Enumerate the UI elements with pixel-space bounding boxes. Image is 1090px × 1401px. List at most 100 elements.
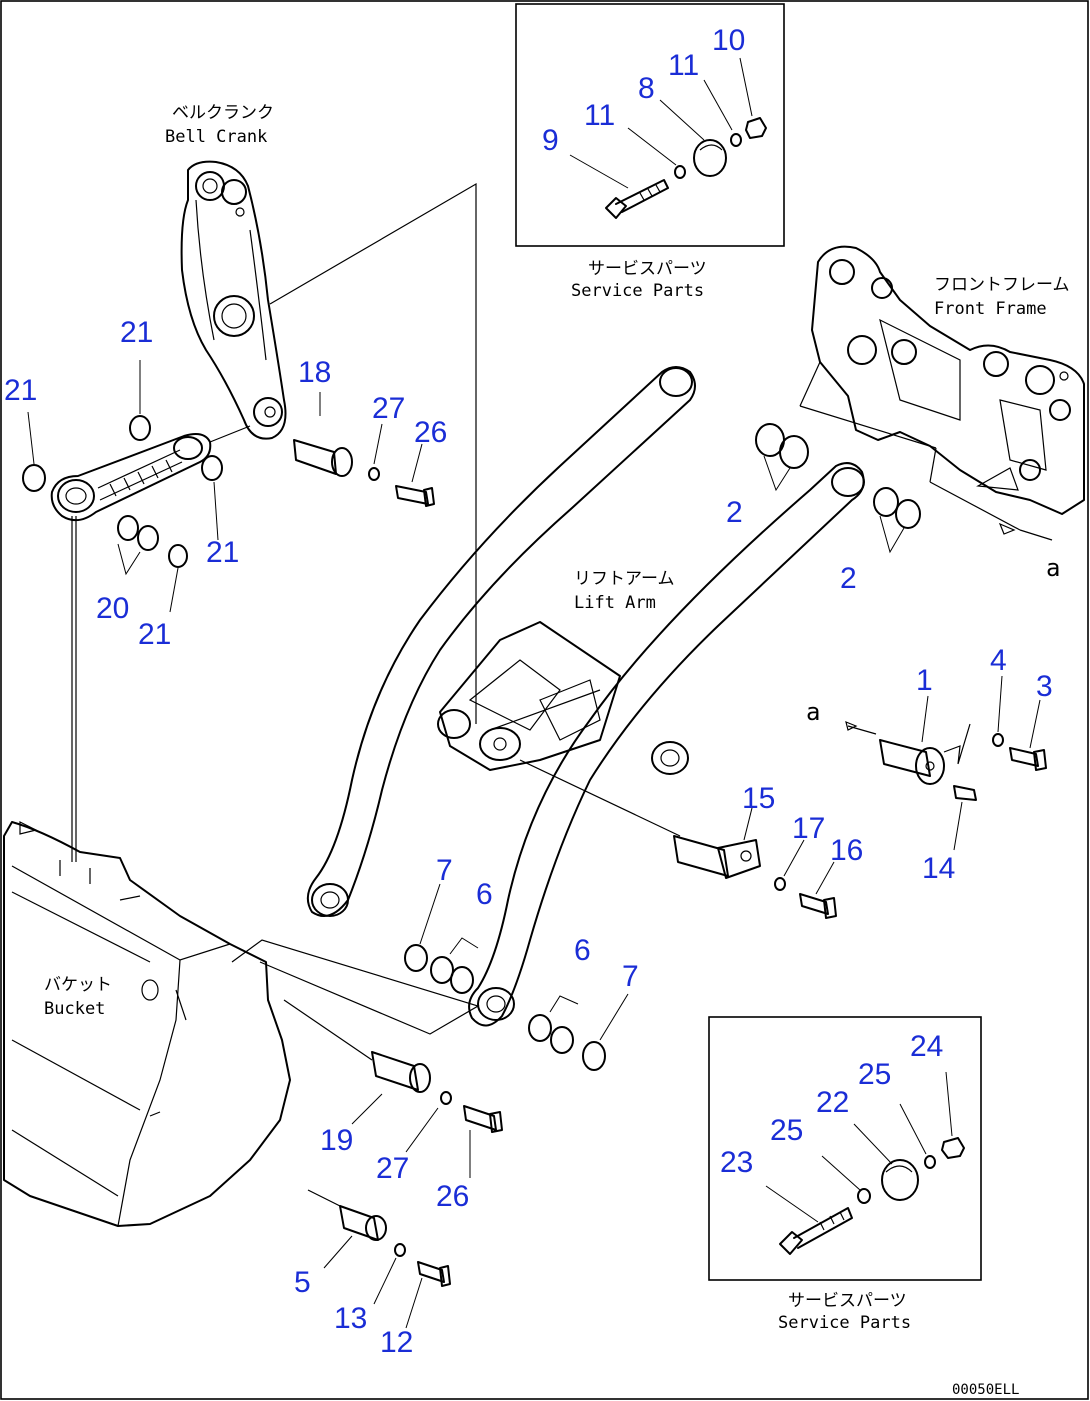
callout-15: 15 xyxy=(742,782,775,815)
callout-6: 6 xyxy=(574,934,591,967)
bell-crank: ベルクランク Bell Crank xyxy=(165,103,287,440)
ring-22-icon xyxy=(881,1159,919,1201)
callout-21: 21 xyxy=(206,536,239,569)
callout-12: 12 xyxy=(380,1326,413,1359)
bolt-9-icon xyxy=(605,179,669,219)
bushing-6d-icon xyxy=(550,1026,574,1054)
callout-6: 6 xyxy=(476,878,493,911)
bucket-jp: バケット xyxy=(44,975,112,995)
lift-arm-en: Lift Arm xyxy=(574,593,656,613)
callout-2: 2 xyxy=(726,496,743,529)
bushing-2b-icon xyxy=(779,435,809,469)
bell-crank-en: Bell Crank xyxy=(165,127,267,147)
bell-crank-jp: ベルクランク xyxy=(172,103,274,123)
ring-8-icon xyxy=(693,139,727,177)
bucket-link xyxy=(50,425,251,522)
bell-crank-body xyxy=(180,160,287,440)
callout-9: 9 xyxy=(542,124,559,157)
callout-25: 25 xyxy=(770,1114,803,1147)
lift-arm-rear xyxy=(306,366,696,917)
service-parts-bottom-jp: サービスパーツ xyxy=(788,1291,907,1311)
washer-27b-icon xyxy=(440,1091,452,1105)
callout-3: 3 xyxy=(1036,670,1053,703)
washer-4-icon xyxy=(992,733,1004,747)
washer-11-icon xyxy=(674,165,686,179)
service-parts-top-en: Service Parts xyxy=(571,281,704,301)
bolt-3-icon xyxy=(1009,747,1047,771)
front-frame-en: Front Frame xyxy=(934,299,1047,319)
callout-22: 22 xyxy=(816,1086,849,1119)
callout-16: 16 xyxy=(830,834,863,867)
bushing-20-icon xyxy=(117,515,139,541)
bushing-2c-icon xyxy=(873,487,899,517)
callout-21: 21 xyxy=(4,374,37,407)
service-parts-top: 9 11 8 11 10 サービスパーツ Service Parts xyxy=(515,3,785,301)
pin-18-icon xyxy=(293,439,353,477)
bolt-26b-icon xyxy=(463,1105,503,1133)
ref-a-left: a xyxy=(806,698,820,726)
callout-11: 11 xyxy=(668,49,699,82)
callout-27: 27 xyxy=(376,1152,409,1185)
callout-21: 21 xyxy=(120,316,153,349)
callout-11: 11 xyxy=(584,99,615,132)
seal-21b-icon xyxy=(129,415,151,441)
callout-19: 19 xyxy=(320,1124,353,1157)
callout-23: 23 xyxy=(720,1146,753,1179)
callout-24: 24 xyxy=(910,1030,943,1063)
seal-21d-icon xyxy=(168,544,188,568)
bushing-6b-icon xyxy=(450,966,474,994)
service-parts-bottom: 23 25 22 25 24 サービスパーツ Service Parts xyxy=(708,1016,982,1333)
pin-19-icon xyxy=(371,1051,431,1093)
washer-17-icon xyxy=(774,877,786,891)
callout-7: 7 xyxy=(622,960,639,993)
washer-27-icon xyxy=(368,467,380,481)
bucket: バケット Bucket xyxy=(3,821,291,1227)
callout-27: 27 xyxy=(372,392,405,425)
lift-arm: リフトアーム Lift Arm xyxy=(306,366,865,1027)
callout-17: 17 xyxy=(792,812,825,845)
callout-7: 7 xyxy=(436,854,453,887)
nut-10-icon xyxy=(745,117,767,139)
front-frame-body xyxy=(811,245,1085,515)
callout-1: 1 xyxy=(916,664,933,697)
service-parts-top-jp: サービスパーツ xyxy=(588,259,707,279)
washer-11b-icon xyxy=(730,133,742,147)
seal-21c-icon xyxy=(201,455,223,481)
bucket-body xyxy=(3,821,291,1227)
pin-1-icon xyxy=(879,739,945,785)
pin-15-icon xyxy=(673,835,761,879)
callout-20: 20 xyxy=(96,592,129,625)
nut-24-icon xyxy=(941,1137,965,1159)
service-parts-top-box xyxy=(515,3,785,247)
grease-fitting-14-icon xyxy=(953,785,977,801)
service-parts-bottom-box xyxy=(708,1016,982,1281)
callout-14: 14 xyxy=(922,852,955,885)
callout-2: 2 xyxy=(840,562,857,595)
front-frame: フロントフレーム Front Frame a xyxy=(799,245,1085,582)
callout-5: 5 xyxy=(294,1266,311,1299)
callout-26: 26 xyxy=(436,1180,469,1213)
washer-25b-icon xyxy=(924,1155,936,1169)
callout-25: 25 xyxy=(858,1058,891,1091)
bolt-23-icon xyxy=(779,1207,853,1255)
bushing-2d-icon xyxy=(895,499,921,529)
seal-7b-icon xyxy=(582,1041,606,1071)
callout-4: 4 xyxy=(990,644,1007,677)
callout-13: 13 xyxy=(334,1302,367,1335)
bucket-en: Bucket xyxy=(44,999,105,1019)
callout-10: 10 xyxy=(712,24,745,57)
drawing-code: 00050ELL xyxy=(952,1382,1019,1398)
bushing-20b-icon xyxy=(137,525,159,551)
bolt-12-icon xyxy=(417,1261,451,1287)
ref-a-right: a xyxy=(1046,554,1060,582)
washer-13-icon xyxy=(394,1243,406,1257)
bolt-16-icon xyxy=(799,893,837,919)
bushing-6c-icon xyxy=(528,1014,552,1042)
bolt-26-icon xyxy=(395,485,435,507)
washer-25-icon xyxy=(857,1188,871,1204)
bushing-6-icon xyxy=(430,956,454,984)
seal-7-icon xyxy=(404,944,428,972)
callout-8: 8 xyxy=(638,72,655,105)
